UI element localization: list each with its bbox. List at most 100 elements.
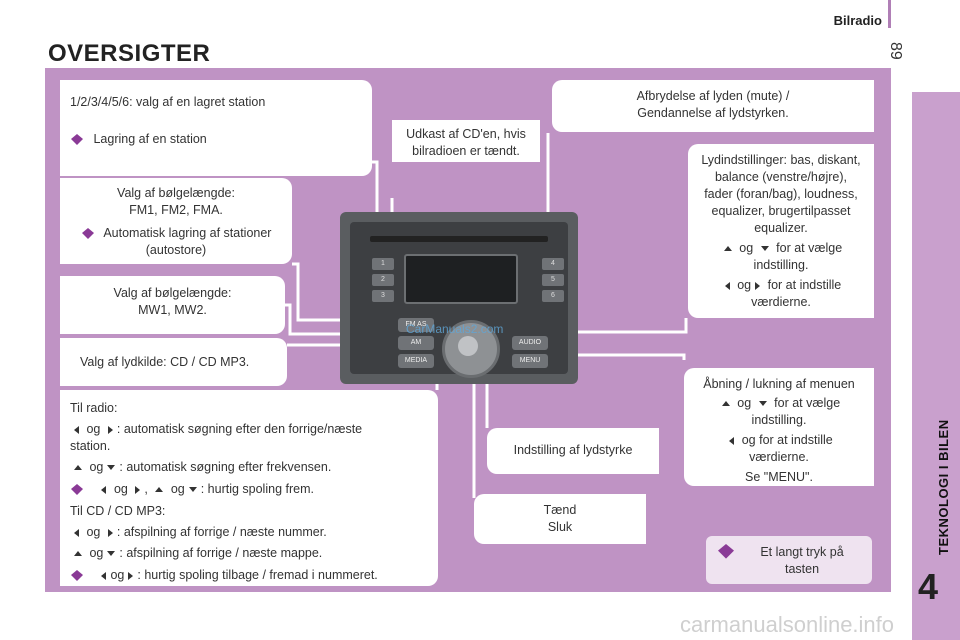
cd-slot — [370, 236, 548, 242]
right-arrow-icon — [135, 485, 141, 494]
power-off-text: Sluk — [547, 520, 573, 534]
band-fm-tip-2: (autostore) — [145, 243, 207, 257]
legend-box: Et langt tryk på tasten — [706, 536, 872, 584]
menu-select-text: for at vælge — [774, 396, 841, 410]
band-mw-line-2: MW1, MW2. — [138, 303, 207, 317]
menu-adjust-text-2: værdierne. — [749, 450, 809, 464]
down-arrow-icon — [188, 487, 197, 493]
tip-icon — [71, 133, 83, 145]
left-arrow-icon — [724, 281, 730, 290]
legend-line-2: tasten — [784, 562, 820, 576]
audio-select-text-2: indstilling. — [753, 258, 809, 272]
band-fm-tip-1: Automatisk lagring af stationer — [103, 226, 272, 240]
preset-button-3[interactable]: 3 — [372, 290, 394, 302]
band-fm-box: Valg af bølgelængde: FM1, FM2, FMA. Auto… — [60, 178, 292, 264]
volume-box: Indstilling af lydstyrke — [487, 428, 659, 474]
source-text: Valg af lydkilde: CD / CD MP3. — [80, 355, 250, 369]
cd-heading: Til CD / CD MP3: — [70, 504, 166, 518]
navigation-box: Til radio: og : automatisk søgning efter… — [60, 390, 438, 586]
preset-button-6[interactable]: 6 — [542, 290, 564, 302]
radio-seek-text-2: station. — [70, 439, 111, 453]
media-button[interactable]: MEDIA — [398, 354, 434, 368]
header-divider — [888, 0, 891, 28]
right-arrow-icon — [128, 571, 134, 580]
right-arrow-icon — [107, 528, 113, 537]
radio-seek-text: : automatisk søgning efter den forrige/n… — [116, 422, 363, 436]
watermark: CarManuals2.com — [406, 322, 504, 336]
left-arrow-icon — [74, 528, 79, 537]
menu-see-text: Se "MENU". — [745, 470, 813, 484]
preset-button-1[interactable]: 1 — [372, 258, 394, 270]
radio-display — [404, 254, 518, 304]
fm-button[interactable]: FM AS — [398, 318, 434, 332]
mute-box: Afbrydelse af lyden (mute) / Gendannelse… — [552, 80, 874, 132]
power-box: Tænd Sluk — [474, 494, 646, 544]
menu-button[interactable]: MENU — [512, 354, 548, 368]
right-arrow-icon — [755, 281, 761, 290]
menu-box: Åbning / lukning af menuen og for at væl… — [684, 368, 874, 486]
audio-box: Lydindstillinger: bas, diskant, balance … — [688, 144, 874, 318]
audio-select-text: for at vælge — [776, 241, 843, 255]
preset-text: 1/2/3/4/5/6: valg af en lagret station — [70, 95, 266, 109]
chapter-number: 4 — [918, 566, 939, 607]
radio-fast-text: : hurtig spoling frem. — [200, 482, 314, 496]
down-arrow-icon — [107, 465, 116, 471]
menu-adjust-text: og for at indstille — [741, 433, 833, 447]
down-arrow-icon — [760, 246, 769, 252]
audio-button[interactable]: AUDIO — [512, 336, 548, 350]
up-arrow-icon — [155, 487, 164, 493]
preset-button-2[interactable]: 2 — [372, 274, 394, 286]
source-box: Valg af lydkilde: CD / CD MP3. — [60, 338, 287, 386]
legend-line-1: Et langt tryk på — [760, 545, 844, 559]
band-fm-line-1: Valg af bølgelængde: — [117, 186, 235, 200]
menu-select-text-2: indstilling. — [751, 413, 807, 427]
up-arrow-icon — [74, 551, 82, 557]
radio-freq-text: : automatisk søgning efter frekvensen. — [119, 460, 332, 474]
mute-line-1: Afbrydelse af lyden (mute) / — [636, 89, 790, 103]
page-title: OVERSIGTER — [48, 40, 211, 67]
menu-line-1: Åbning / lukning af menuen — [703, 377, 855, 391]
eject-line-1: Udkast af CD'en, hvis — [406, 127, 526, 141]
left-arrow-icon — [729, 436, 735, 445]
preset-tip: Lagring af en station — [93, 132, 207, 146]
section-title: Bilradio — [833, 13, 882, 28]
preset-button-4[interactable]: 4 — [542, 258, 564, 270]
audio-line-2: balance (venstre/højre), — [714, 170, 847, 184]
down-arrow-icon — [758, 401, 767, 407]
volume-text: Indstilling af lydstyrke — [513, 443, 633, 457]
audio-line-5: equalizer. — [754, 221, 808, 235]
cd-fast-text: : hurtig spoling tilbage / fremad i numm… — [137, 568, 378, 582]
tip-icon — [718, 544, 734, 559]
power-button[interactable] — [458, 336, 478, 356]
cd-track-text: : afspilning af forrige / næste nummer. — [116, 525, 327, 539]
right-arrow-icon — [107, 425, 113, 434]
down-arrow-icon — [107, 551, 116, 557]
mute-line-2: Gendannelse af lydstyrken. — [637, 106, 789, 120]
tip-icon — [71, 569, 83, 581]
preset-button-5[interactable]: 5 — [542, 274, 564, 286]
left-arrow-icon — [101, 571, 107, 580]
radio-heading: Til radio: — [70, 401, 118, 415]
band-mw-line-1: Valg af bølgelængde: — [113, 286, 232, 300]
am-button[interactable]: AM — [398, 336, 434, 350]
up-arrow-icon — [723, 246, 732, 252]
cd-folder-text: : afspilning af forrige / næste mappe. — [119, 546, 323, 560]
power-on-text: Tænd — [543, 503, 577, 517]
left-arrow-icon — [74, 425, 79, 434]
left-arrow-icon — [101, 485, 107, 494]
audio-line-4: equalizer, brugertilpasset — [711, 204, 851, 218]
tip-icon — [71, 483, 83, 495]
band-mw-box: Valg af bølgelængde: MW1, MW2. — [60, 276, 285, 334]
up-arrow-icon — [74, 465, 82, 471]
up-arrow-icon — [721, 401, 730, 407]
eject-box: Udkast af CD'en, hvis bilradioen er tænd… — [392, 120, 540, 162]
band-fm-line-2: FM1, FM2, FMA. — [129, 203, 223, 217]
audio-adjust-text-2: værdierne. — [751, 295, 811, 309]
footer-watermark: carmanualsonline.info — [680, 612, 895, 637]
chapter-sidebar — [912, 92, 960, 640]
audio-line-3: fader (foran/bag), loudness, — [704, 187, 858, 201]
tip-icon — [81, 227, 94, 239]
eject-line-2: bilradioen er tændt. — [412, 144, 520, 158]
audio-line-1: Lydindstillinger: bas, diskant, — [701, 153, 861, 167]
preset-box: 1/2/3/4/5/6: valg af en lagret station L… — [60, 80, 372, 176]
